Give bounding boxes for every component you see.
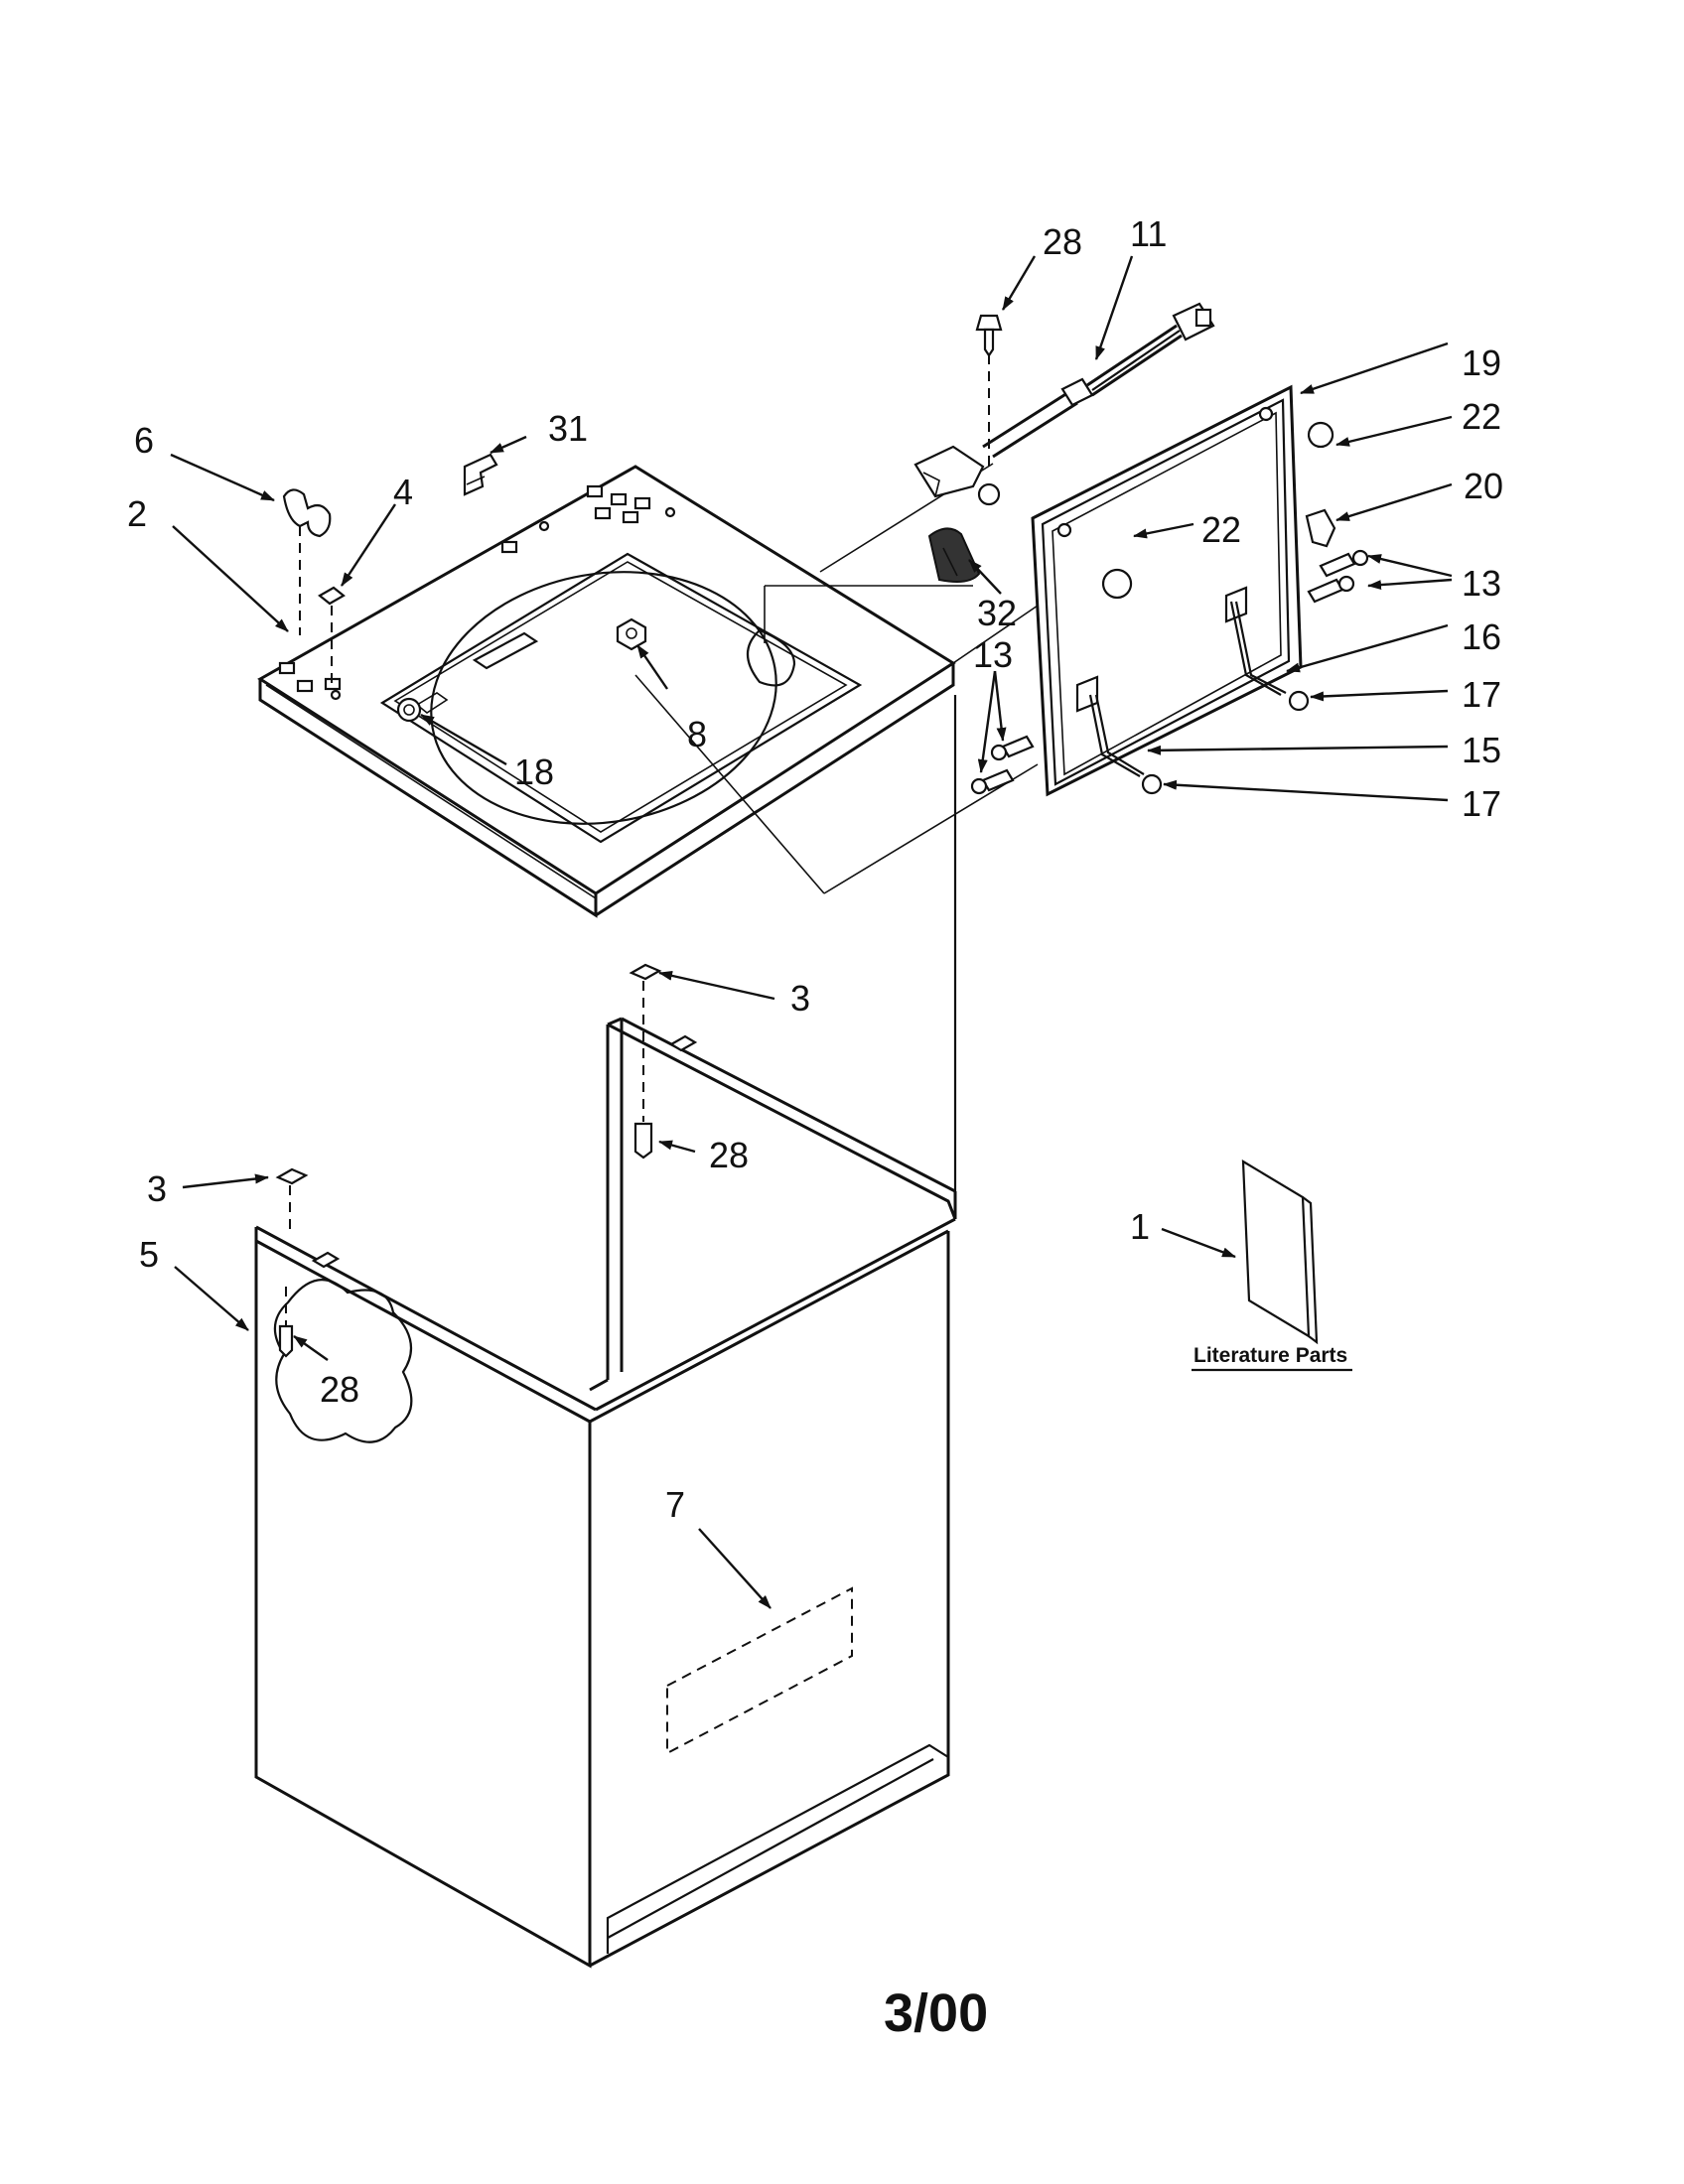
callout-3-left: 3 [147, 1168, 167, 1209]
callout-11: 11 [1130, 213, 1167, 254]
callout-7: 7 [665, 1484, 685, 1525]
date-code: 3/00 [884, 1983, 988, 2043]
callout-4: 4 [393, 472, 413, 512]
callout-28-cutaway: 28 [320, 1369, 359, 1410]
callout-3-back: 3 [790, 978, 810, 1019]
callout-28-back: 28 [709, 1135, 749, 1175]
leader-arrows [170, 255, 1453, 1609]
callout-6: 6 [134, 420, 154, 461]
callout-22-left: 22 [1201, 509, 1241, 550]
callout-32: 32 [977, 593, 1017, 633]
callout-13-left: 13 [973, 634, 1013, 675]
control-panel [970, 384, 1369, 797]
callout-22-right: 22 [1462, 396, 1501, 437]
callout-19: 19 [1462, 342, 1501, 383]
callout-1: 1 [1130, 1206, 1150, 1247]
cabinet [254, 963, 957, 1969]
callout-5: 5 [139, 1234, 159, 1275]
callout-18: 18 [514, 751, 554, 792]
callout-13-right: 13 [1462, 563, 1501, 604]
callout-28-top: 28 [1043, 221, 1082, 262]
callout-17-upper: 17 [1462, 674, 1501, 715]
lid-switch-harness [913, 302, 1215, 506]
part-32-bracket [927, 527, 981, 583]
callout-16: 16 [1462, 616, 1501, 657]
callout-31: 31 [548, 408, 588, 449]
literature-booklet [1192, 1160, 1352, 1372]
callout-20: 20 [1464, 466, 1503, 506]
literature-parts-label: Literature Parts [1193, 1344, 1347, 1367]
top-panel [257, 453, 1039, 1196]
callout-15: 15 [1462, 730, 1501, 770]
callout-8: 8 [687, 714, 707, 754]
callout-2: 2 [127, 493, 147, 534]
callout-17-lower: 17 [1462, 783, 1501, 824]
